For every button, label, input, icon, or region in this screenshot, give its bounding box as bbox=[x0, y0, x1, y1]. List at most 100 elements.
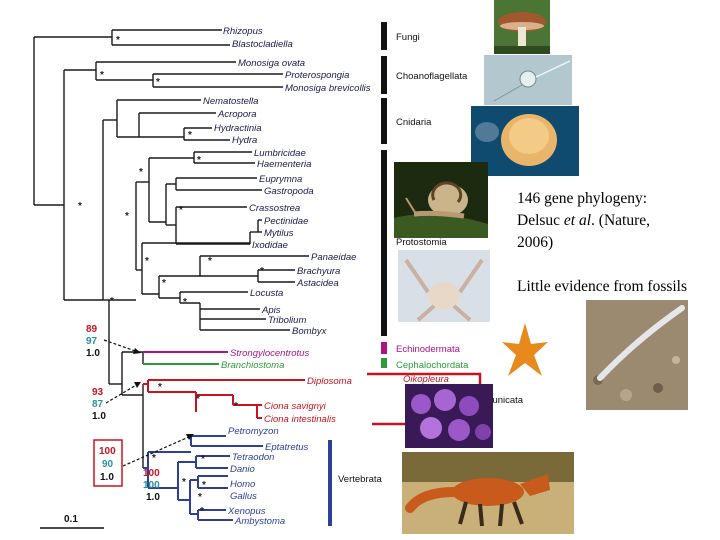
lancelet-photo bbox=[586, 300, 688, 410]
support-ml: 87 bbox=[92, 399, 104, 410]
support-mp: 100 bbox=[99, 446, 116, 457]
choanoflagellata-bar bbox=[381, 56, 387, 94]
vertebrata-branches bbox=[143, 435, 263, 521]
node-star: * bbox=[78, 201, 82, 212]
support-mp: 93 bbox=[92, 387, 104, 398]
arrow-heads bbox=[133, 348, 194, 440]
node-star: * bbox=[183, 297, 187, 308]
dashed-arrows bbox=[103, 339, 192, 467]
note-et-al: et al bbox=[563, 212, 592, 229]
note-journal: . (Nature, bbox=[591, 212, 651, 229]
taxon-brachyura: Brachyura bbox=[297, 266, 340, 277]
group-cephalochordata: Cephalochordata bbox=[396, 360, 469, 371]
node-star: * bbox=[100, 70, 104, 81]
fossil-note: Little evidence from fossils bbox=[517, 278, 688, 295]
taxon-ciona-intestinalis: Ciona intestinalis bbox=[264, 414, 336, 425]
node-star: * bbox=[125, 211, 129, 222]
taxon-gastropoda: Gastropoda bbox=[264, 186, 314, 197]
support-ml: 97 bbox=[86, 336, 98, 347]
group-tunicata: Tunicata bbox=[487, 395, 524, 406]
support-ml: 100 bbox=[143, 480, 160, 491]
protostomia-bar bbox=[381, 150, 387, 336]
taxon-blastocladiella: Blastocladiella bbox=[232, 39, 293, 50]
taxon-monosiga-ovata: Monosiga ovata bbox=[238, 58, 305, 69]
support-vertebrata: 100 100 1.0 bbox=[143, 468, 160, 503]
support-ml: 90 bbox=[102, 459, 114, 470]
node-star: * bbox=[201, 454, 205, 465]
phylogeny-note: 146 gene phylogeny: Delsuc et al. (Natur… bbox=[517, 188, 697, 254]
vertebrata-bar bbox=[328, 440, 332, 526]
snail-photo bbox=[394, 162, 488, 238]
mushroom-photo bbox=[494, 0, 550, 54]
node-star: * bbox=[156, 77, 160, 88]
support-vertebrate-box: 100 90 1.0 bbox=[99, 446, 116, 483]
taxon-branchiostoma: Branchiostoma bbox=[221, 360, 284, 371]
group-echinodermata: Echinodermata bbox=[396, 344, 461, 355]
support-echinoderm: 89 97 1.0 bbox=[86, 324, 100, 359]
taxon-rhizopus: Rhizopus bbox=[223, 26, 263, 37]
group-labels: Fungi Choanoflagellata Cnidaria Protosto… bbox=[338, 32, 524, 485]
taxon-ixodidae: Ixodidae bbox=[252, 240, 288, 251]
taxon-strongylocentrotus: Strongylocentrotus bbox=[230, 348, 309, 359]
taxon-astacidea: Astacidea bbox=[296, 278, 339, 289]
node-star: * bbox=[152, 453, 156, 464]
taxon-bombyx: Bombyx bbox=[292, 326, 328, 337]
note-author: Delsuc bbox=[517, 212, 564, 229]
taxon-pectinidae: Pectinidae bbox=[264, 216, 308, 227]
jellyfish-photo bbox=[471, 106, 579, 176]
taxon-panaeidae: Panaeidae bbox=[311, 252, 356, 263]
node-star: * bbox=[116, 35, 120, 46]
taxon-proterospongia: Proterospongia bbox=[285, 70, 349, 81]
node-star: * bbox=[197, 155, 201, 166]
taxon-diplosoma: Diplosoma bbox=[307, 376, 352, 387]
taxon-tribolium: Tribolium bbox=[268, 315, 306, 326]
taxon-hydra: Hydra bbox=[232, 135, 257, 146]
taxon-tetraodon: Tetraodon bbox=[232, 452, 274, 463]
note-line-2: Delsuc et al. (Nature, bbox=[517, 210, 697, 232]
taxon-locusta: Locusta bbox=[250, 288, 283, 299]
node-star: * bbox=[182, 477, 186, 488]
taxon-haementeria: Haementeria bbox=[257, 159, 311, 170]
taxon-homo: Homo bbox=[230, 479, 255, 490]
taxon-gallus: Gallus bbox=[230, 491, 257, 502]
support-bayes: 1.0 bbox=[100, 472, 114, 483]
taxon-eptatretus: Eptatretus bbox=[265, 442, 309, 453]
taxon-danio: Danio bbox=[230, 464, 255, 475]
taxon-nematostella: Nematostella bbox=[203, 96, 258, 107]
node-star: * bbox=[198, 492, 202, 503]
node-star: * bbox=[200, 506, 204, 517]
node-star: * bbox=[260, 266, 264, 277]
echinodermata-bar bbox=[381, 342, 387, 354]
fox-photo bbox=[402, 452, 574, 534]
cephalochordata-bar bbox=[381, 358, 387, 368]
node-star: * bbox=[202, 480, 206, 491]
taxon-xenopus: Xenopus bbox=[227, 506, 266, 517]
node-star: * bbox=[145, 256, 149, 267]
taxon-crassostrea: Crassostrea bbox=[249, 203, 300, 214]
taxon-ambystoma: Ambystoma bbox=[234, 516, 285, 527]
support-mp: 100 bbox=[143, 468, 160, 479]
taxon-ciona-savignyi: Ciona savignyi bbox=[264, 401, 327, 412]
support-mp: 89 bbox=[86, 324, 98, 335]
cnidaria-bar bbox=[381, 98, 387, 144]
taxon-euprymna: Euprymna bbox=[259, 174, 302, 185]
crab-photo bbox=[398, 250, 490, 322]
taxon-acropora: Acropora bbox=[217, 109, 257, 120]
taxon-labels: Rhizopus Blastocladiella Monosiga ovata … bbox=[203, 26, 371, 527]
fungi-bar bbox=[381, 22, 387, 50]
support-bayes: 1.0 bbox=[92, 411, 106, 422]
sea-squirt-photo bbox=[405, 384, 493, 448]
node-star: * bbox=[139, 167, 143, 178]
support-bayes: 1.0 bbox=[86, 348, 100, 359]
group-choanoflagellata: Choanoflagellata bbox=[396, 71, 468, 82]
support-box bbox=[93, 439, 123, 487]
tunicata-branches bbox=[143, 379, 305, 419]
taxon-apis: Apis bbox=[261, 305, 281, 316]
starfish-photo bbox=[500, 320, 550, 382]
group-protostomia: Protostomia bbox=[396, 237, 447, 248]
taxon-oikopleura: Oikopleura bbox=[403, 374, 449, 385]
choanoflagellate-photo bbox=[484, 55, 572, 105]
node-star: * bbox=[196, 394, 200, 405]
tree-branches-black bbox=[33, 29, 309, 468]
